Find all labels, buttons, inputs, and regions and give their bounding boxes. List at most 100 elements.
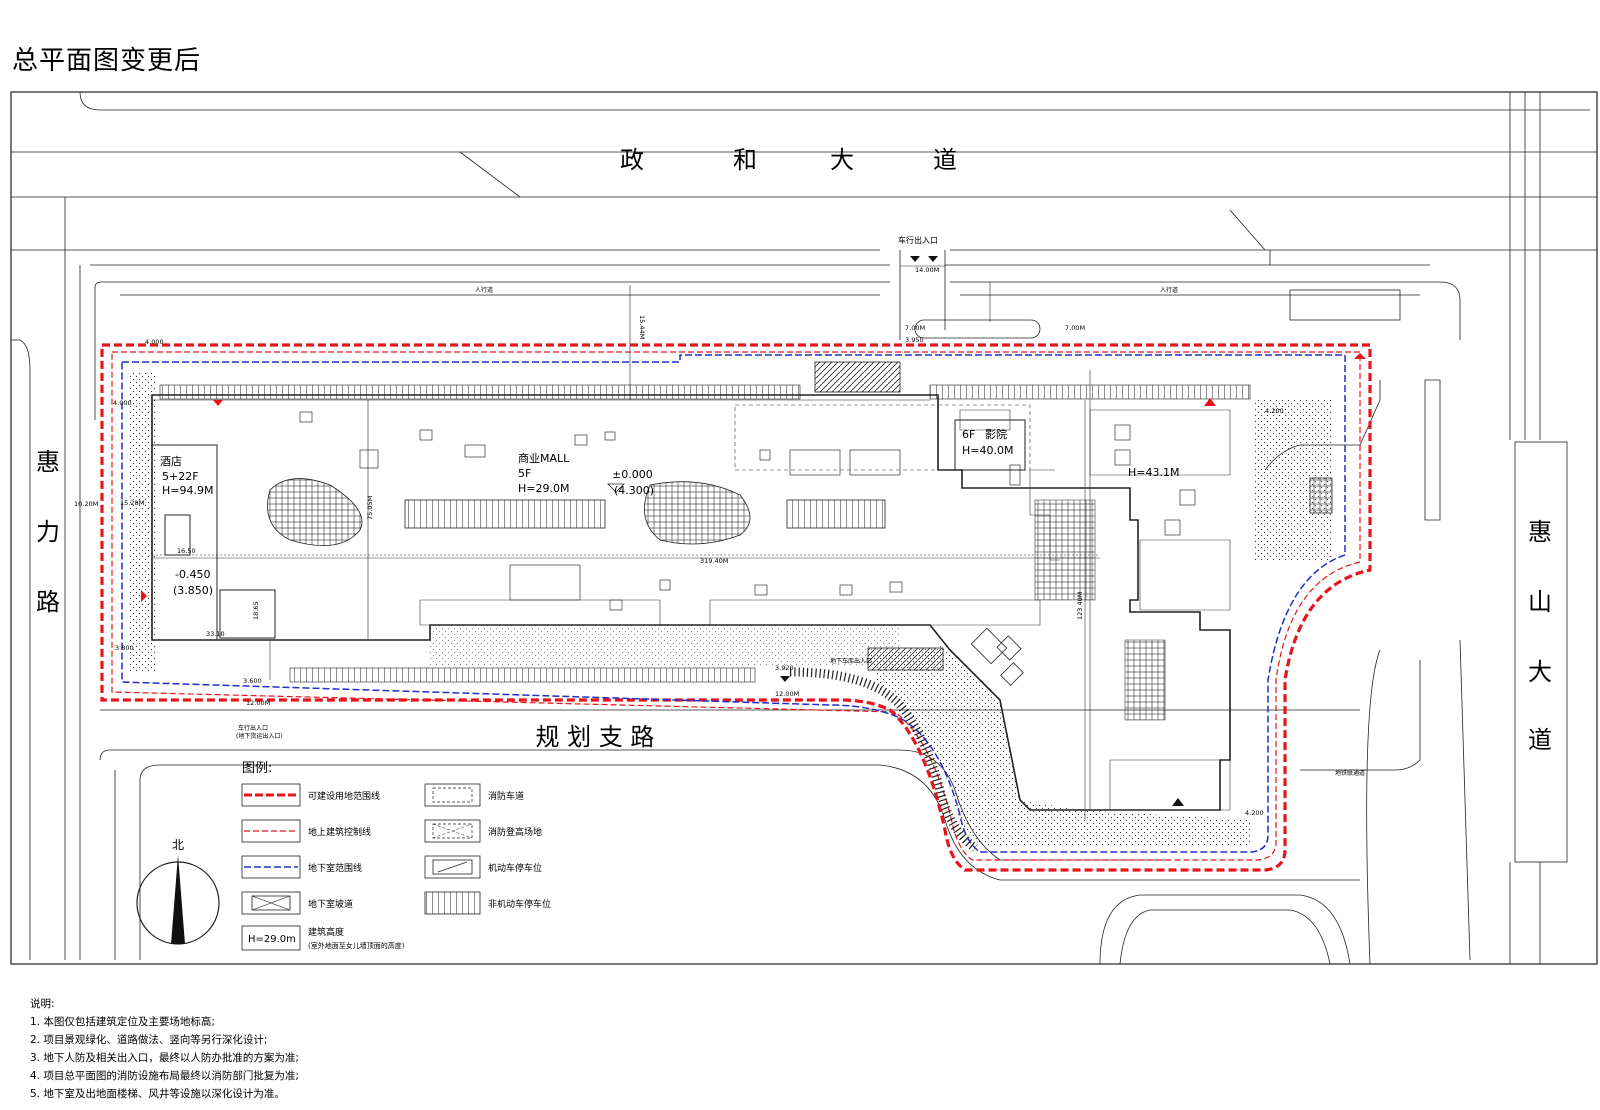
dimension-texts: 14.00M 7.00M 7.00M 3.950 15.44M 4.000 4.… <box>74 266 1284 817</box>
dimension-text: 7.00M <box>1065 324 1085 332</box>
legend-height-note: (室外地面至女儿墙顶面的高度) <box>308 941 405 950</box>
dimension-text: 15.44M <box>638 315 646 339</box>
dimension-text: 4.000 <box>113 399 132 407</box>
entrance-arrow <box>1354 353 1366 359</box>
legend-label: 地下室范围线 <box>308 862 362 874</box>
mall-fixtures <box>299 411 1196 611</box>
fire-lane-area <box>130 372 155 672</box>
hotel-elevation-absolute: (3.850) <box>173 584 213 597</box>
cinema-name: 影院 <box>985 427 1007 441</box>
site-labels: 车行出入口 车行出入口 (地下货运出入口) 地下车库出入口 人行道 人行道 地铁… <box>236 235 1365 777</box>
dimension-text: 10.20M <box>74 500 98 508</box>
legend-swatch <box>424 819 481 843</box>
east-entrance-kiosk <box>1309 477 1333 514</box>
level-marker <box>607 483 625 493</box>
entrance-arrow <box>928 256 938 262</box>
north-ramp <box>814 361 901 393</box>
mall-name: 商业MALL <box>518 451 570 465</box>
entrance-arrow <box>213 400 223 406</box>
north-road-char: 和 <box>733 146 757 174</box>
note-item: 1. 本图仅包括建筑定位及主要场地标高; <box>30 1016 215 1028</box>
atrium-void <box>267 478 363 546</box>
entrance-markers <box>141 256 1366 806</box>
note-item: 2. 项目景观绿化、道路做法、竖向等另行深化设计; <box>30 1034 268 1046</box>
east-road-char: 大 <box>1528 658 1552 686</box>
hotel-name: 酒店 <box>160 454 182 468</box>
entrance-arrow <box>1172 798 1184 806</box>
north-road-char: 大 <box>830 146 854 174</box>
atrium-void <box>644 481 751 545</box>
fire-lane-area <box>870 645 1250 845</box>
south-bike-parking <box>289 667 756 683</box>
link-passage-label: 地铁联通道 <box>1335 769 1365 777</box>
dimension-lines <box>152 265 1100 810</box>
above-ground-control-line <box>111 351 1361 861</box>
dimension-text: 75.05M <box>366 496 374 520</box>
south-ramp <box>867 647 944 671</box>
entrance-arrow <box>910 256 920 262</box>
legend-label: 机动车停车位 <box>488 862 542 874</box>
entrance-arrow <box>141 590 147 602</box>
dimension-text: 15.28M <box>120 499 144 507</box>
entrance-arrow <box>1204 398 1216 406</box>
dimension-text: 12.00M <box>246 699 270 707</box>
dimension-text: 123.40M <box>1076 592 1084 620</box>
dimension-text: 4.200 <box>1265 407 1284 415</box>
dimension-text: 4.000 <box>145 338 164 346</box>
south-entrance-label: 车行出入口 <box>238 724 268 732</box>
east-road-name: 惠 山 大 道 <box>1528 518 1552 754</box>
cinema-height: H=40.0M <box>962 444 1013 457</box>
west-road-char: 路 <box>36 588 60 616</box>
note-item: 5. 地下室及出地面楼梯、风井等设施以深化设计为准。 <box>30 1088 285 1100</box>
drawing-frame <box>10 91 1598 965</box>
north-label: 北 <box>172 838 184 852</box>
east-road <box>1264 92 1568 965</box>
main-elevation: ±0.000 <box>612 468 653 481</box>
dimension-text: 3.800 <box>115 644 134 652</box>
dimension-text: 33.10 <box>206 630 225 638</box>
page-title: 总平面图变更后 <box>12 46 202 76</box>
dimension-text: 4.200 <box>1245 809 1264 817</box>
hotel-elevation: -0.450 <box>175 568 210 581</box>
mall-building <box>151 394 1231 811</box>
west-road <box>11 197 81 960</box>
west-road-name: 惠 力 路 <box>36 448 60 616</box>
dimension-text: 3.920 <box>775 664 794 672</box>
legend-swatch <box>424 891 481 915</box>
east-block-height: H=43.1M <box>1128 466 1179 479</box>
mall-height: H=29.0M <box>518 482 569 495</box>
legend-title: 图例: <box>242 761 272 776</box>
east-road-char: 惠 <box>1528 518 1552 546</box>
cinema-floors: 6F <box>962 428 975 441</box>
legend-swatch <box>241 925 301 951</box>
west-road-char: 惠 <box>36 448 60 476</box>
north-road-char: 政 <box>620 146 644 174</box>
legend-height-sample: H=29.0m <box>248 934 296 945</box>
note-item: 4. 项目总平面图的消防设施布局最终以消防部门批复为准; <box>30 1070 299 1082</box>
west-road-char: 力 <box>36 518 60 546</box>
dimension-text: 16.50 <box>177 547 196 555</box>
sidewalk-label: 人行道 <box>1160 286 1178 294</box>
dimension-text: 14.00M <box>915 266 939 274</box>
legend-height-label: 建筑高度 <box>308 926 344 938</box>
legend-swatch <box>424 855 481 879</box>
east-road-char: 山 <box>1528 588 1552 616</box>
legend-swatch <box>241 783 301 807</box>
hotel-height: H=94.9M <box>162 484 213 497</box>
north-bike-parking <box>159 384 801 400</box>
dimension-text: 7.00M <box>905 324 925 332</box>
buildable-boundary-line <box>100 343 1372 872</box>
cinema-building <box>954 419 1026 471</box>
legend-label: 可建设用地范围线 <box>308 790 380 802</box>
legend-swatch <box>241 819 301 843</box>
south-road-name: 规 划 支 路 <box>536 723 655 751</box>
skylight-strip <box>786 499 886 529</box>
mall-floors: 5F <box>518 467 531 480</box>
note-item: 3. 地下人防及相关出入口，最终以人防办批准的方案为准; <box>30 1052 299 1064</box>
legend-label: 地下室坡道 <box>308 898 353 910</box>
building-labels: 酒店 5+22F H=94.9M 商业MALL 5F H=29.0M 6F 影院… <box>160 427 1179 597</box>
legend-label: 地上建筑控制线 <box>308 826 371 838</box>
hotel-floors: 5+22F <box>162 470 199 483</box>
entrance-arrow <box>780 676 790 682</box>
dimension-text: 3.600 <box>243 677 262 685</box>
